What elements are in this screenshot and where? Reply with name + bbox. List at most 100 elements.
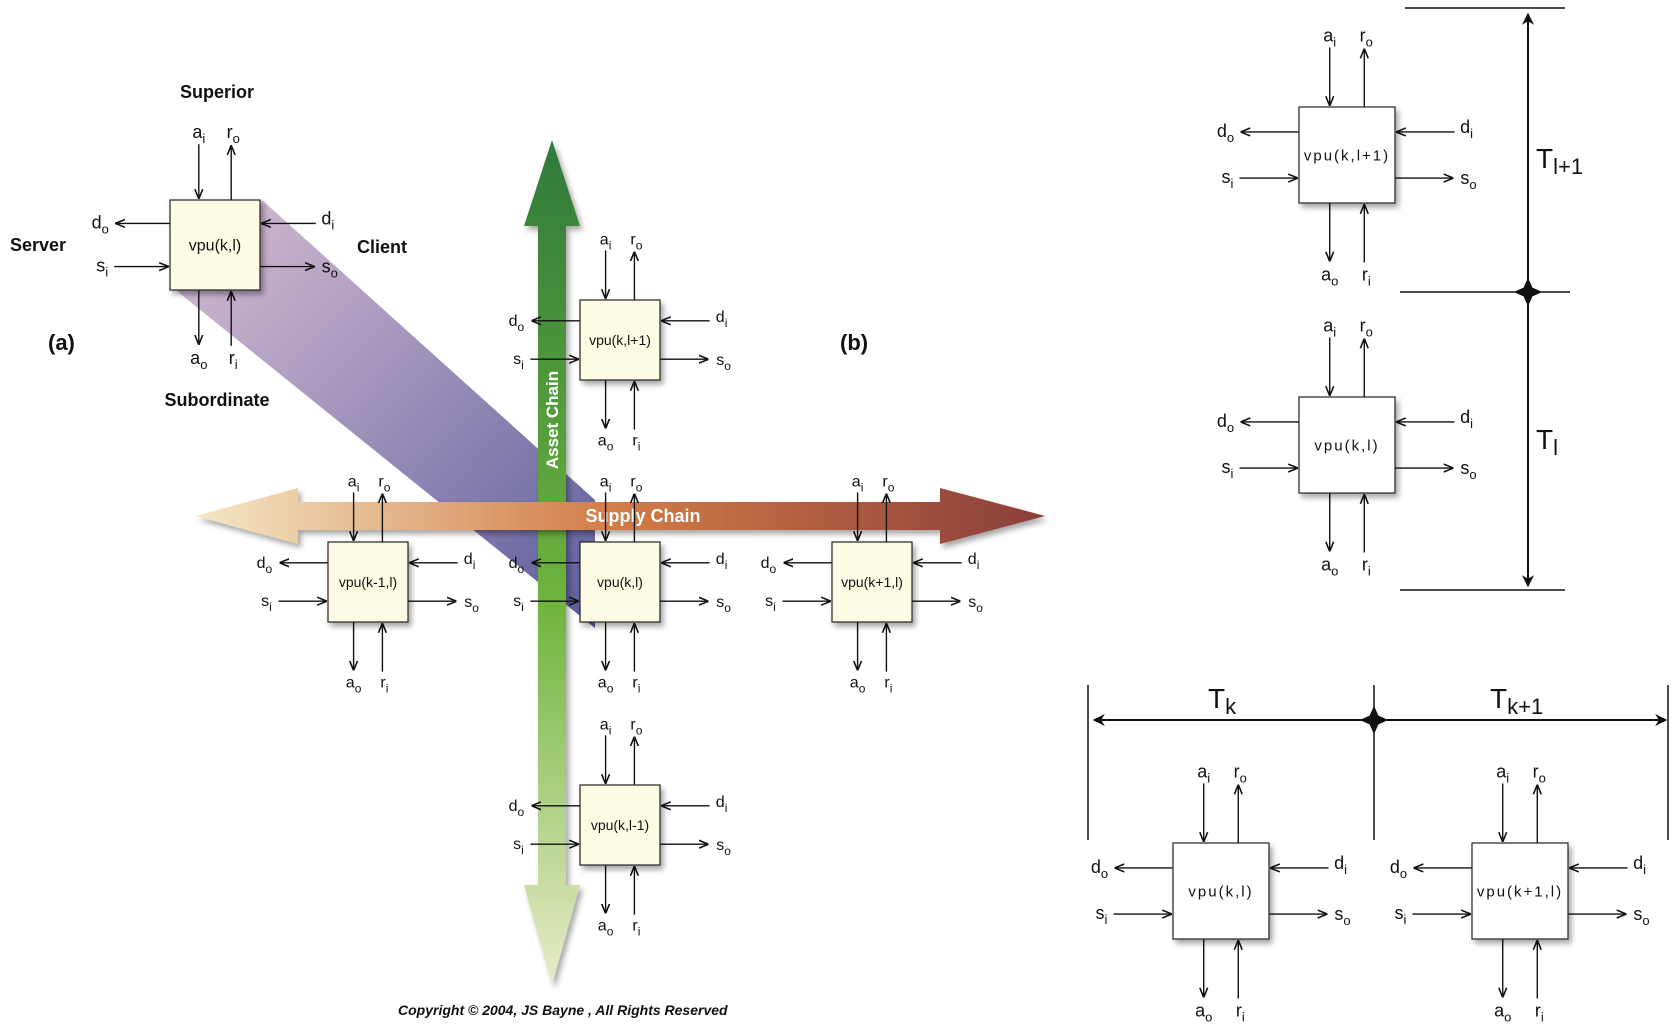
port-s-out-label: so: [1633, 904, 1649, 928]
period-lower-label: Tl: [1536, 424, 1558, 460]
vpu-label: vpu(k,l): [1188, 883, 1253, 900]
period-upper-label: Tl+1: [1536, 143, 1583, 179]
port-d-in-label: di: [968, 551, 980, 572]
port-r-in-label: ri: [632, 918, 640, 939]
period-left-label: Tk: [1208, 683, 1237, 719]
vpu-label: vpu(k,l): [189, 238, 241, 255]
port-d-out-label: do: [1390, 857, 1407, 881]
port-s-out-label: so: [322, 257, 338, 281]
panel-a-label: (a): [48, 330, 75, 355]
port-d-out-label: do: [92, 212, 109, 236]
port-r-in-label: ri: [884, 675, 892, 696]
port-r-in-label: ri: [1362, 265, 1371, 289]
vpu-label: vpu(k,l+1): [589, 332, 651, 348]
port-d-out-label: do: [509, 555, 525, 576]
port-a-in-label: ai: [348, 473, 360, 494]
superior-label: Superior: [180, 82, 254, 102]
port-a-out-label: ao: [346, 675, 362, 696]
port-a-out-label: ao: [1321, 555, 1338, 579]
port-r-out-label: ro: [227, 122, 240, 146]
port-r-out-label: ro: [1360, 315, 1373, 339]
port-r-out-label: ro: [378, 473, 390, 494]
port-a-out-label: ao: [598, 433, 614, 454]
vpu-label: vpu(k,l): [597, 574, 643, 590]
port-a-in-label: ai: [192, 122, 205, 146]
port-s-out-label: so: [716, 837, 731, 858]
port-r-in-label: ri: [632, 433, 640, 454]
port-a-out-label: ao: [850, 675, 866, 696]
supply-chain-label: Supply Chain: [585, 506, 700, 526]
vpu-box: [1298, 396, 1396, 494]
port-s-out-label: so: [464, 594, 479, 615]
port-d-out-label: do: [761, 555, 777, 576]
port-r-in-label: ri: [632, 675, 640, 696]
vpu-label: vpu(k,l-1): [591, 817, 649, 833]
port-s-out-label: so: [1334, 904, 1350, 928]
port-r-out-label: ro: [882, 473, 894, 494]
port-d-in-label: di: [1460, 407, 1473, 431]
port-s-in-label: si: [513, 593, 524, 614]
supply-chain-arrow: [196, 488, 1045, 544]
vpu-box: [327, 541, 409, 623]
port-a-out-label: ao: [190, 348, 207, 372]
vpu-box: [1172, 842, 1270, 940]
port-d-in-label: di: [1334, 853, 1347, 877]
port-s-out-label: so: [968, 594, 983, 615]
port-r-out-label: ro: [1360, 25, 1373, 49]
port-a-in-label: ai: [600, 231, 612, 252]
port-r-out-label: ro: [630, 473, 642, 494]
port-r-out-label: ro: [630, 231, 642, 252]
port-r-out-label: ro: [1234, 761, 1247, 785]
port-a-out-label: ao: [598, 675, 614, 696]
port-r-in-label: ri: [380, 675, 388, 696]
port-s-out-label: so: [716, 352, 731, 373]
port-a-out-label: ao: [1195, 1001, 1212, 1025]
vpu-label: vpu(k,l+1): [1304, 147, 1390, 164]
port-d-in-label: di: [1460, 117, 1473, 141]
vpu-label: vpu(k+1,l): [841, 574, 903, 590]
port-a-in-label: ai: [600, 716, 612, 737]
port-a-in-label: ai: [1496, 761, 1509, 785]
asset-chain-label: Asset Chain: [543, 371, 562, 469]
port-r-in-label: ri: [1362, 555, 1371, 579]
port-d-in-label: di: [716, 551, 728, 572]
port-a-in-label: ai: [1197, 761, 1210, 785]
port-d-out-label: do: [1217, 411, 1234, 435]
port-a-out-label: ao: [1494, 1001, 1511, 1025]
port-r-in-label: ri: [1236, 1001, 1245, 1025]
server-label: Server: [10, 235, 66, 255]
client-label: Client: [357, 237, 407, 257]
port-r-out-label: ro: [1533, 761, 1546, 785]
port-s-out-label: so: [1460, 168, 1476, 192]
copyright-notice: Copyright © 2004, JS Bayne , All Rights …: [398, 1002, 728, 1018]
vpu-box: [579, 541, 661, 623]
port-d-in-label: di: [716, 309, 728, 330]
port-s-in-label: si: [1222, 167, 1234, 191]
vpu-box: [579, 299, 661, 381]
port-d-out-label: do: [257, 555, 273, 576]
horizontal-timeline: [1087, 685, 1669, 840]
port-a-out-label: ao: [1321, 265, 1338, 289]
port-s-in-label: si: [1096, 903, 1108, 927]
port-s-in-label: si: [513, 351, 524, 372]
port-a-out-label: ao: [598, 918, 614, 939]
port-d-in-label: di: [464, 551, 476, 572]
vertical-timeline: [1400, 7, 1570, 591]
port-r-in-label: ri: [229, 348, 238, 372]
panel-b-label: (b): [840, 330, 868, 355]
vpu-box: [169, 199, 261, 291]
port-d-out-label: do: [509, 313, 525, 334]
port-s-out-label: so: [1460, 458, 1476, 482]
port-a-in-label: ai: [1323, 25, 1336, 49]
vpu-box: [579, 784, 661, 866]
port-r-out-label: ro: [630, 716, 642, 737]
port-a-in-label: ai: [1323, 315, 1336, 339]
port-s-in-label: si: [513, 836, 524, 857]
vpu-label: vpu(k,l): [1314, 437, 1379, 454]
port-a-in-label: ai: [852, 473, 864, 494]
